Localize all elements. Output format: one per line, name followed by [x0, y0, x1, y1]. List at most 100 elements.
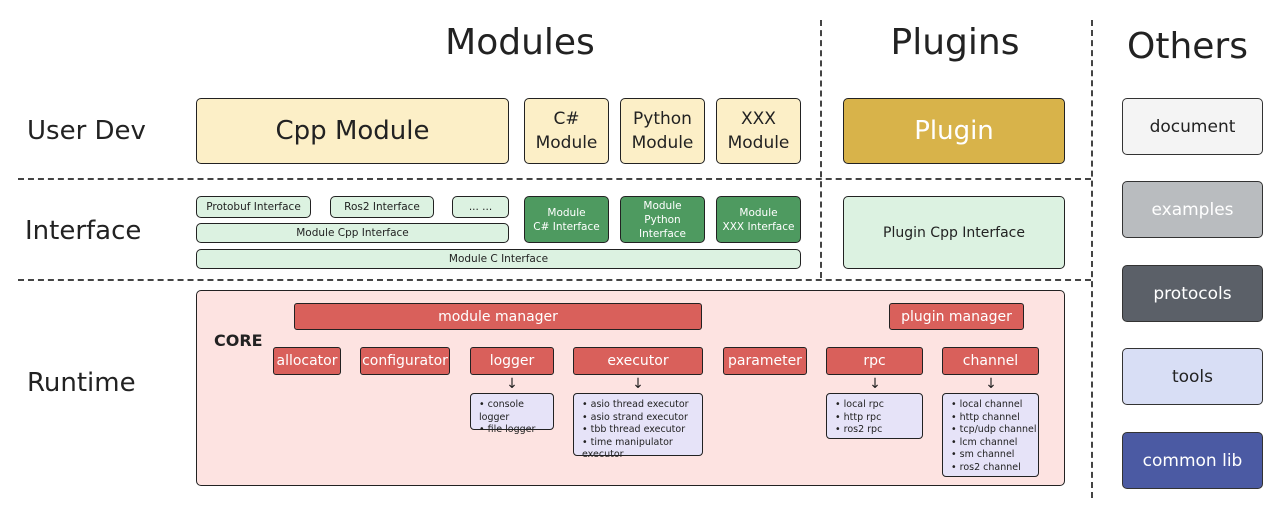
rpc-list-item: http rpc	[835, 412, 884, 425]
rpc-box: rpc	[826, 347, 923, 375]
examples-box: examples	[1122, 181, 1263, 238]
core-label: CORE	[214, 331, 263, 350]
logger-list-box: console logger file logger	[470, 393, 554, 435]
module-cs-interface-box: Module C# Interface	[524, 196, 609, 243]
xxx-module-line1: XXX	[741, 109, 776, 129]
executor-list-item: time manipulator executor	[582, 437, 702, 462]
examples-label: examples	[1151, 199, 1234, 220]
module-cs-interface-line1: Module	[547, 206, 586, 219]
channel-list-item: ros2 channel	[951, 462, 1037, 475]
separator-userdev-interface	[18, 178, 1091, 180]
executor-list: asio thread executor asio strand executo…	[574, 394, 702, 462]
executor-box: executor	[573, 347, 703, 375]
module-python-interface-line2: Python Interface	[638, 213, 686, 240]
row-label-runtime: Runtime	[27, 368, 136, 398]
channel-list-item: http channel	[951, 412, 1037, 425]
tools-box: tools	[1122, 348, 1263, 405]
module-python-interface-line1: Module	[643, 199, 682, 212]
module-manager-label: module manager	[438, 308, 558, 325]
channel-arrow-icon: ↓	[985, 376, 997, 392]
logger-list: console logger file logger	[471, 394, 553, 437]
logger-arrow-icon: ↓	[506, 376, 518, 392]
common-lib-label: common lib	[1142, 450, 1243, 471]
protobuf-interface-label: Protobuf Interface	[206, 201, 301, 213]
module-manager-box: module manager	[294, 303, 702, 330]
protobuf-interface-box: Protobuf Interface	[196, 196, 311, 218]
plugin-cpp-interface-box: Plugin Cpp Interface	[843, 196, 1065, 269]
rpc-list-item: ros2 rpc	[835, 424, 884, 437]
rpc-list-box: local rpc http rpc ros2 rpc	[826, 393, 923, 439]
protocols-label: protocols	[1153, 283, 1232, 304]
channel-list-item: lcm channel	[951, 437, 1037, 450]
executor-list-item: tbb thread executor	[582, 424, 702, 437]
rpc-list-item: local rpc	[835, 399, 884, 412]
channel-list: local channel http channel tcp/udp chann…	[943, 394, 1037, 474]
executor-list-item: asio thread executor	[582, 399, 702, 412]
plugin-cpp-interface-label: Plugin Cpp Interface	[883, 224, 1025, 241]
xxx-module-line2: Module	[727, 133, 790, 153]
document-box: document	[1122, 98, 1263, 155]
allocator-label: allocator	[276, 353, 338, 369]
xxx-module-box: XXX Module	[716, 98, 801, 164]
plugin-manager-label: plugin manager	[901, 308, 1012, 325]
module-cpp-interface-label: Module Cpp Interface	[296, 227, 409, 239]
module-python-interface-box: Module Python Interface	[620, 196, 705, 243]
executor-label: executor	[607, 353, 669, 369]
separator-interface-runtime	[18, 279, 1091, 281]
row-label-interface: Interface	[25, 216, 142, 246]
executor-list-box: asio thread executor asio strand executo…	[573, 393, 703, 460]
protocols-box: protocols	[1122, 265, 1263, 322]
module-c-interface-label: Module C Interface	[448, 253, 549, 265]
logger-label: logger	[489, 353, 535, 369]
parameter-box: parameter	[723, 347, 807, 375]
channel-list-item: tcp/udp channel	[951, 424, 1037, 437]
others-title: Others	[1127, 26, 1248, 67]
ellipsis-interface-box: ... ...	[452, 196, 509, 218]
channel-list-box: local channel http channel tcp/udp chann…	[942, 393, 1039, 477]
separator-modules-plugins	[820, 20, 822, 278]
logger-list-item: file logger	[479, 424, 553, 437]
plugin-label: Plugin	[914, 116, 994, 146]
python-module-box: Python Module	[620, 98, 705, 164]
executor-arrow-icon: ↓	[632, 376, 644, 392]
common-lib-box: common lib	[1122, 432, 1263, 489]
cs-module-line1: C#	[553, 109, 580, 129]
ros2-interface-box: Ros2 Interface	[330, 196, 434, 218]
modules-title: Modules	[445, 22, 595, 63]
cpp-module-label: Cpp Module	[275, 116, 430, 146]
plugin-box: Plugin	[843, 98, 1065, 164]
channel-list-item: local channel	[951, 399, 1037, 412]
module-xxx-interface-box: Module XXX Interface	[716, 196, 801, 243]
rpc-arrow-icon: ↓	[869, 376, 881, 392]
cs-module-box: C# Module	[524, 98, 609, 164]
module-c-interface-box: Module C Interface	[196, 249, 801, 269]
configurator-box: configurator	[360, 347, 450, 375]
channel-label: channel	[962, 353, 1019, 369]
logger-box: logger	[470, 347, 554, 375]
executor-list-item: asio strand executor	[582, 412, 702, 425]
module-cs-interface-line2: C# Interface	[533, 220, 600, 233]
channel-box: channel	[942, 347, 1039, 375]
tools-label: tools	[1171, 366, 1214, 387]
document-label: document	[1149, 116, 1236, 137]
rpc-list: local rpc http rpc ros2 rpc	[827, 394, 884, 437]
cpp-module-box: Cpp Module	[196, 98, 509, 164]
python-module-line1: Python	[633, 109, 692, 129]
python-module-line2: Module	[631, 133, 694, 153]
ellipsis-interface-label: ... ...	[468, 201, 493, 213]
channel-list-item: sm channel	[951, 449, 1037, 462]
rpc-label: rpc	[863, 353, 886, 369]
separator-plugins-others	[1091, 20, 1093, 498]
plugins-title: Plugins	[890, 22, 1020, 63]
module-xxx-interface-line1: Module	[739, 206, 778, 219]
ros2-interface-label: Ros2 Interface	[344, 201, 420, 213]
logger-list-item: console logger	[479, 399, 553, 424]
plugin-manager-box: plugin manager	[889, 303, 1024, 330]
module-xxx-interface-line2: XXX Interface	[722, 220, 795, 233]
row-label-user-dev: User Dev	[27, 116, 146, 146]
configurator-label: configurator	[362, 353, 448, 369]
cs-module-line2: Module	[535, 133, 598, 153]
allocator-box: allocator	[273, 347, 341, 375]
parameter-label: parameter	[728, 353, 802, 369]
module-cpp-interface-box: Module Cpp Interface	[196, 223, 509, 243]
